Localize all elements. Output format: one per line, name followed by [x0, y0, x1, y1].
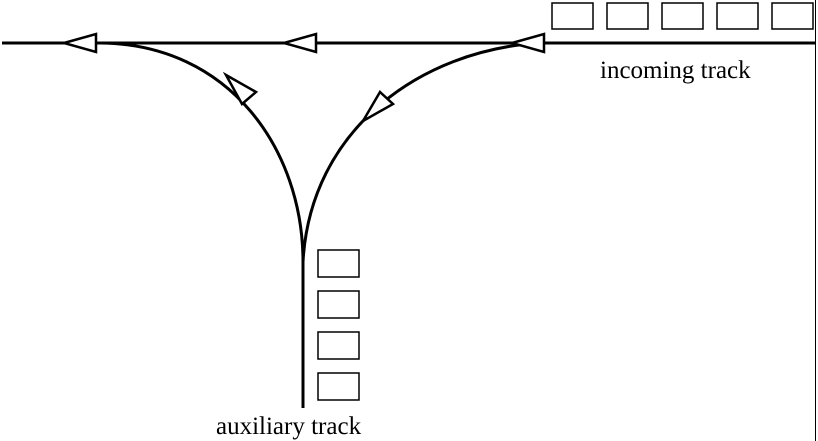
- junction-right-arrow-icon: [507, 32, 546, 54]
- incoming-car: [551, 2, 594, 30]
- auxiliary-track-label: auxiliary track: [216, 413, 362, 440]
- incoming-cars: [551, 2, 814, 30]
- curve-left-arrow-icon: [222, 71, 259, 106]
- incoming-car: [716, 2, 759, 30]
- incoming-car: [771, 2, 814, 30]
- left-curve-track: [99, 41, 305, 408]
- incoming-track-label: incoming track: [600, 57, 751, 84]
- auxiliary-cars: [317, 249, 360, 401]
- auxiliary-car: [317, 372, 360, 401]
- main-middle-arrow-icon: [279, 32, 318, 54]
- auxiliary-car: [317, 331, 360, 360]
- curve-right-arrow-icon: [359, 90, 396, 125]
- right-curve-track: [301, 41, 541, 263]
- main-left-arrow-icon: [59, 32, 98, 54]
- incoming-car: [661, 2, 704, 30]
- auxiliary-car: [317, 290, 360, 319]
- auxiliary-car: [317, 249, 360, 278]
- incoming-car: [606, 2, 649, 30]
